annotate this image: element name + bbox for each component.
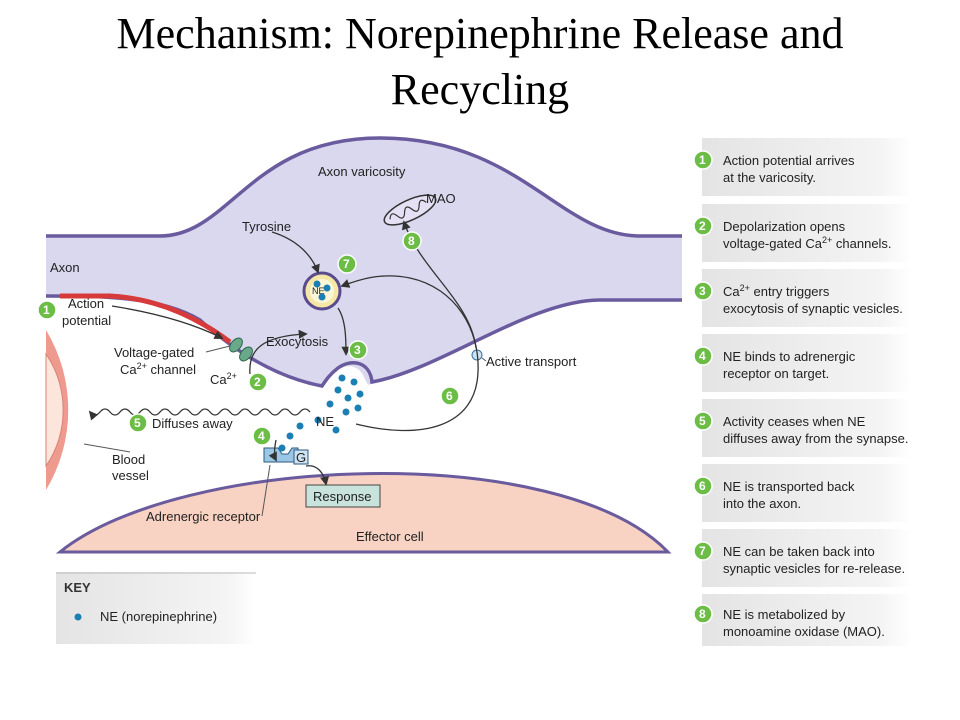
svg-text:5: 5	[134, 416, 141, 430]
step-5: 5 Activity ceases when NE diffuses away …	[693, 399, 912, 457]
voltage-gated-ca-channel	[229, 337, 243, 353]
svg-text:7: 7	[699, 544, 706, 558]
response-box	[305, 484, 381, 508]
g-protein	[293, 449, 309, 465]
step-7-line1: NE can be taken back into	[723, 544, 875, 559]
badge-8: 8	[402, 231, 422, 251]
svg-text:8: 8	[408, 234, 415, 248]
svg-text:8: 8	[699, 607, 706, 621]
key-title: KEY	[64, 580, 91, 595]
svg-text:2: 2	[699, 219, 706, 233]
released-ne-label: NE	[316, 414, 334, 429]
action-potential-label-line1: Action	[68, 296, 104, 311]
exocytosis-label: Exocytosis	[266, 334, 329, 349]
svg-text:6: 6	[699, 479, 706, 493]
step-1-line1: Action potential arrives	[723, 153, 855, 168]
active-transport-label: Active transport	[486, 354, 577, 369]
effector-cell	[55, 472, 672, 554]
tyrosine-label: Tyrosine	[242, 219, 291, 234]
response-label: Response	[313, 489, 372, 504]
step-4-line1: NE binds to adrenergic	[723, 349, 856, 364]
step-2: 2 Depolarization opens voltage-gated Ca2…	[693, 204, 912, 262]
adrenergic-receptor-label: Adrenergic receptor	[146, 509, 261, 524]
step-8: 8 NE is metabolized by monoamine oxidase…	[693, 594, 912, 646]
blood-vessel-label-line2: vessel	[112, 468, 149, 483]
badge-1: 1	[37, 300, 57, 320]
action-potential-arrow	[111, 305, 224, 339]
diagram-badges: 1 2 3 4 5 6 7 8	[37, 231, 460, 446]
voltage-gated-label-line2: Ca2+ channel	[120, 361, 196, 377]
axon-label: Axon	[50, 260, 80, 275]
step-1-line2: at the varicosity.	[723, 170, 816, 185]
step-6-line2: into the axon.	[723, 496, 801, 511]
svg-text:4: 4	[699, 349, 706, 363]
axon-varicosity-label: Axon varicosity	[318, 164, 406, 179]
svg-text:7: 7	[343, 257, 350, 271]
step-5-line1: Activity ceases when NE	[723, 414, 866, 429]
key-item-label: NE (norepinephrine)	[100, 609, 217, 624]
blood-vessel-label-line1: Blood	[112, 452, 145, 467]
step-8-line2: monoamine oxidase (MAO).	[723, 624, 885, 639]
step-3-line2: exocytosis of synaptic vesicles.	[723, 301, 903, 316]
badge-6: 6	[440, 386, 460, 406]
mao-mitochondrion	[383, 194, 437, 226]
response-arrow	[305, 465, 330, 486]
step-6: 6 NE is transported back into the axon.	[693, 464, 912, 522]
svg-text:2: 2	[254, 375, 261, 389]
svg-text:6: 6	[446, 389, 453, 403]
step-2-line1: Depolarization opens	[723, 219, 846, 234]
svg-text:5: 5	[699, 414, 706, 428]
step-7-line2: synaptic vesicles for re-release.	[723, 561, 905, 576]
ne-molecules	[278, 280, 364, 452]
page-title: Mechanism: Norepinephrine Release and Re…	[116, 9, 844, 114]
vesicle-ne-label: NE	[312, 286, 325, 296]
effector-cell-label: Effector cell	[356, 529, 424, 544]
step-5-line2: diffuses away from the synapse.	[723, 431, 908, 446]
diffusion-wave	[88, 408, 311, 421]
key-box: KEY NE (norepinephrine)	[56, 572, 256, 644]
badge-5: 5	[128, 413, 148, 433]
svg-text:4: 4	[258, 429, 265, 443]
ca-channel-2	[239, 346, 253, 362]
step-8-line1: NE is metabolized by	[723, 607, 846, 622]
badge-3: 3	[348, 340, 368, 360]
key-ne-dot	[74, 613, 82, 621]
step-3: 3 Ca2+ entry triggers exocytosis of syna…	[693, 269, 912, 327]
step-2-line2: voltage-gated Ca2+ channels.	[723, 235, 892, 251]
ca-entry-arrow	[249, 329, 308, 375]
step-7: 7 NE can be taken back into synaptic ves…	[693, 529, 912, 587]
g-protein-label: G	[296, 450, 306, 465]
badge-4: 4	[252, 426, 272, 446]
svg-text:3: 3	[699, 284, 706, 298]
badge-2: 2	[248, 372, 268, 392]
tyrosine-arrow	[271, 231, 320, 274]
diffuses-away-label: Diffuses away	[152, 416, 233, 431]
step-1: 1 Action potential arrives at the varico…	[693, 138, 912, 196]
badge-7: 7	[337, 254, 357, 274]
steps-panel: 1 Action potential arrives at the varico…	[693, 138, 912, 646]
action-potential-label-line2: potential	[62, 313, 111, 328]
leader-lines	[83, 345, 487, 517]
mao-label: MAO	[426, 191, 456, 206]
blood-vessel	[45, 330, 69, 490]
svg-text:1: 1	[43, 303, 50, 317]
step-4-line2: receptor on target.	[723, 366, 829, 381]
step-3-line1: Ca2+ entry triggers	[723, 283, 830, 299]
step-6-line1: NE is transported back	[723, 479, 855, 494]
svg-text:3: 3	[354, 343, 361, 357]
exocytosis-arrow	[337, 307, 351, 356]
binding-arrow	[268, 439, 277, 462]
step-4: 4 NE binds to adrenergic receptor on tar…	[693, 334, 912, 392]
ca-ion-label: Ca2+	[210, 371, 237, 387]
svg-text:1: 1	[699, 153, 706, 167]
voltage-gated-label-line1: Voltage-gated	[114, 345, 194, 360]
